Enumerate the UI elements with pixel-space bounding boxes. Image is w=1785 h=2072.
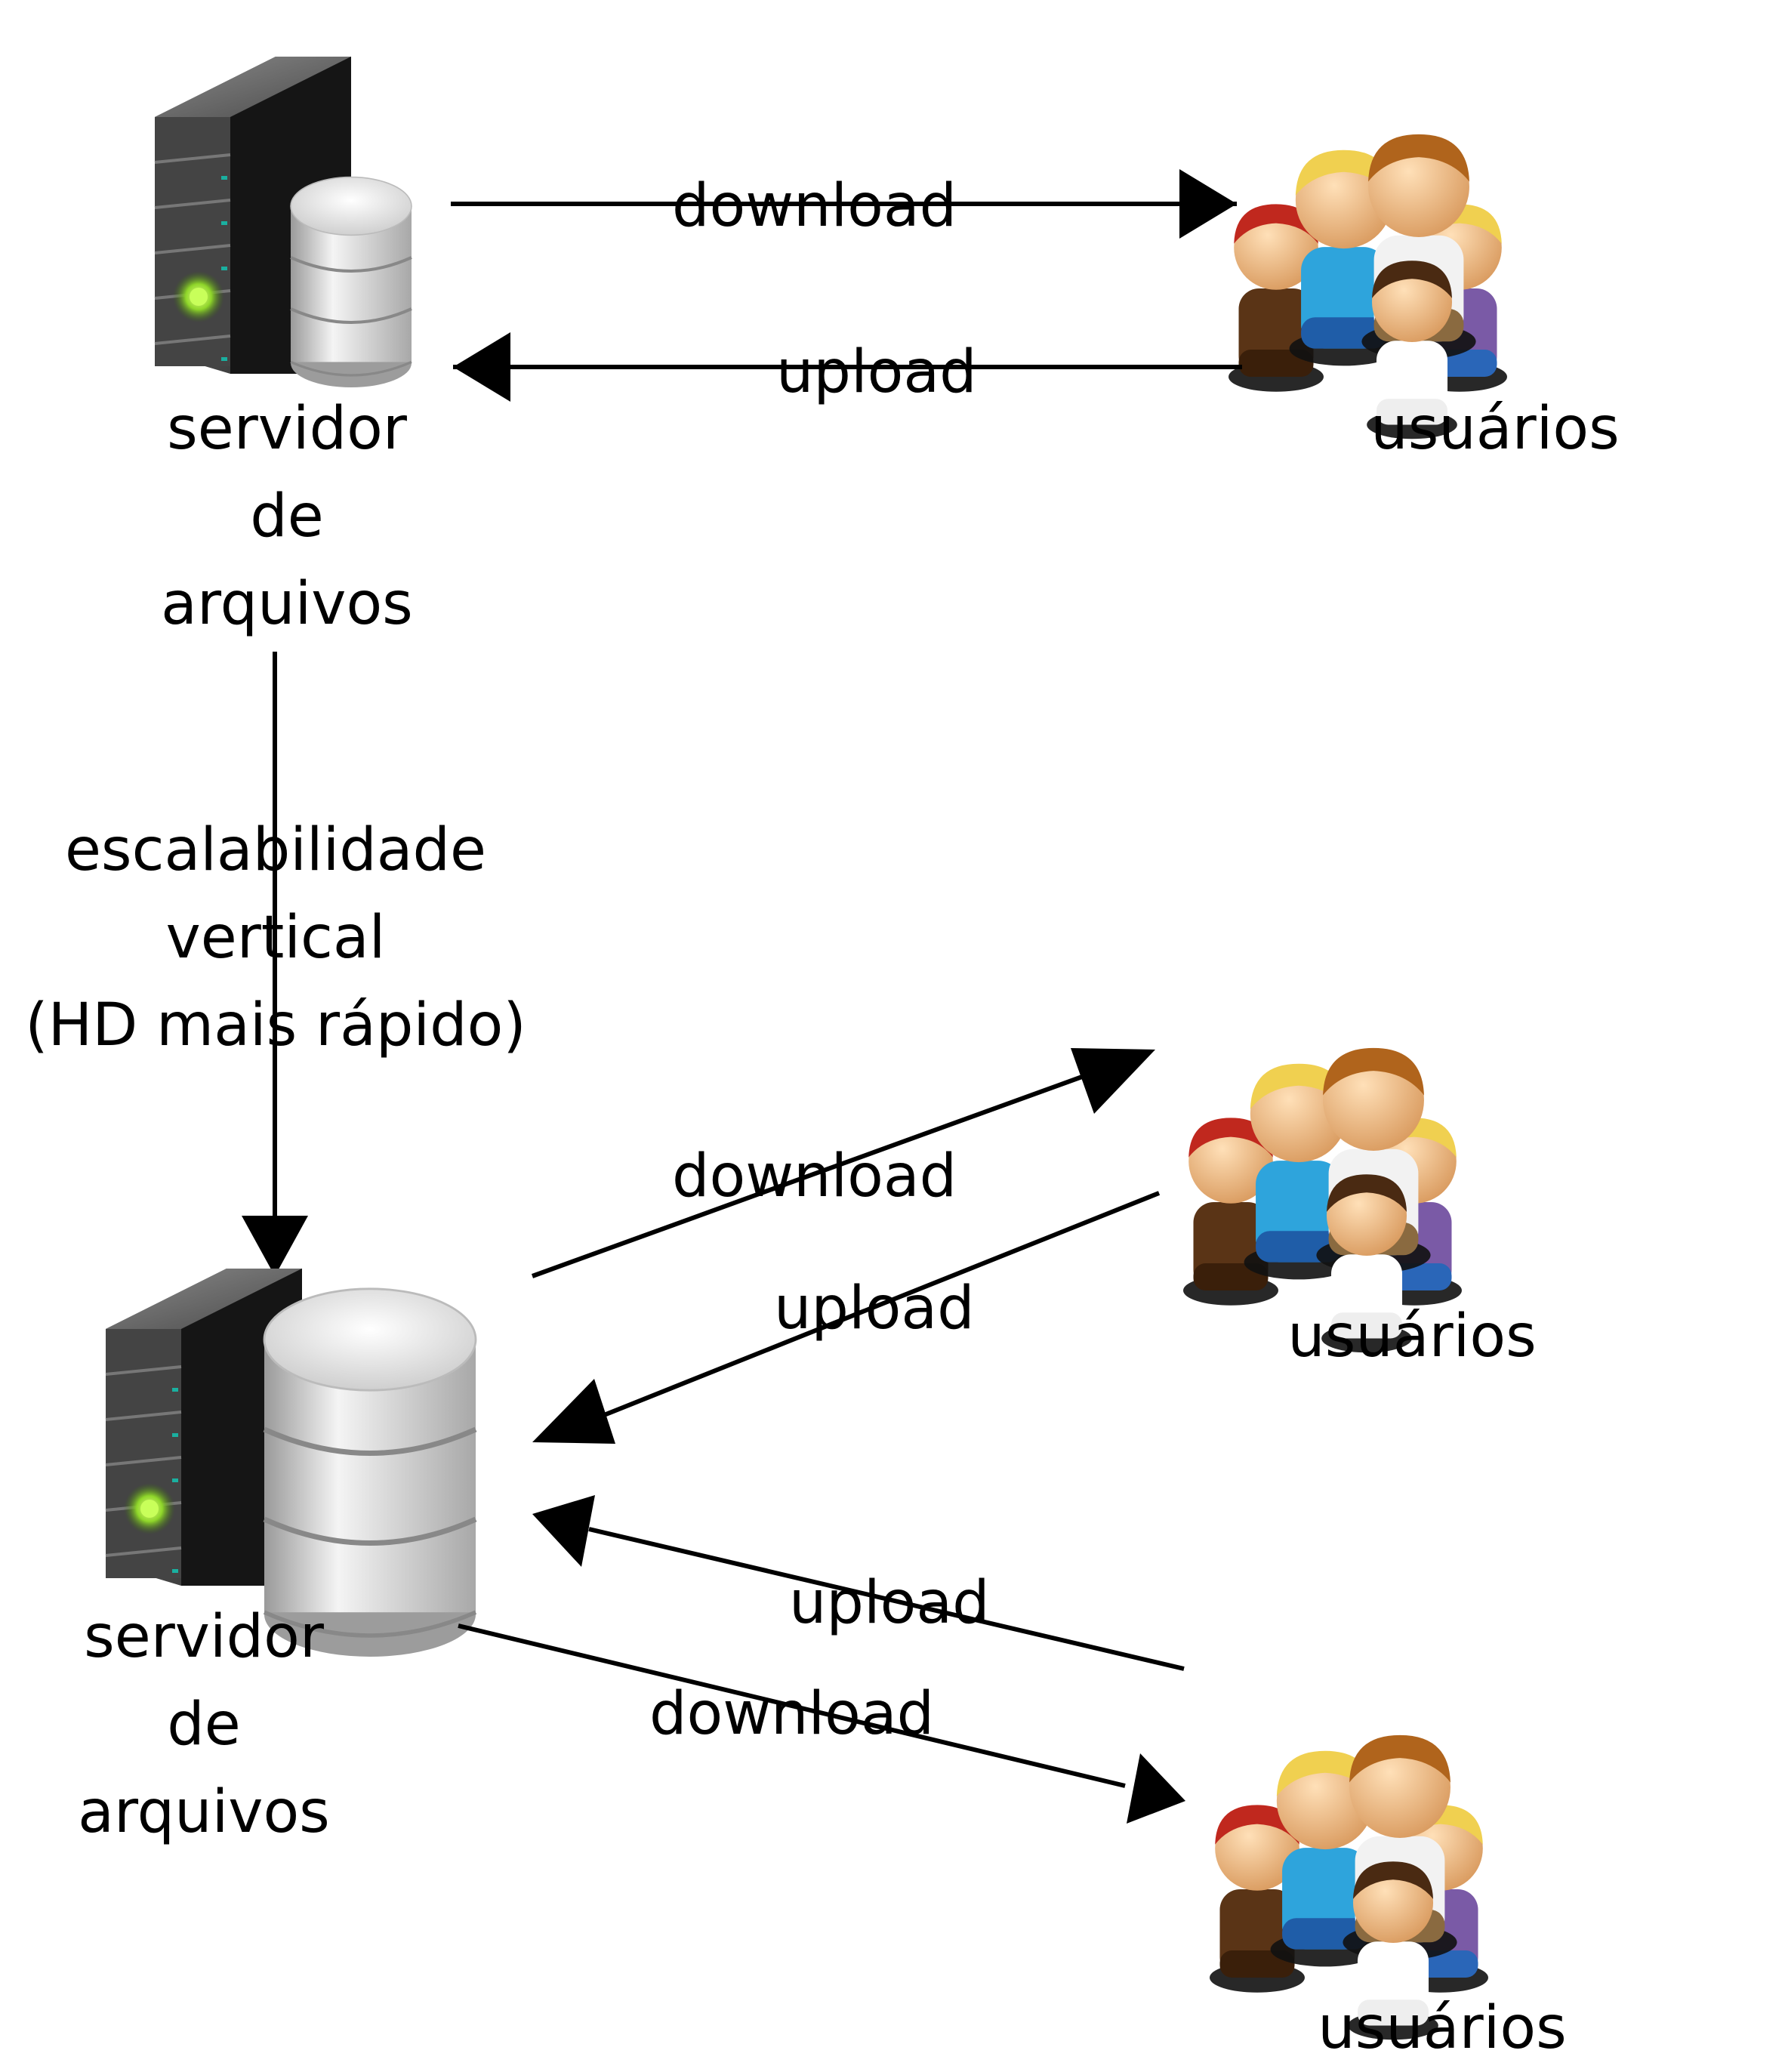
mid-download-label: download bbox=[672, 1142, 957, 1210]
low-upload-arrowhead bbox=[532, 1495, 595, 1567]
label-line: de bbox=[167, 1691, 241, 1759]
label-line: servidor bbox=[84, 1603, 324, 1671]
label-line: servidor bbox=[167, 395, 407, 463]
top-download-arrowhead bbox=[1179, 169, 1237, 239]
label-line: arquivos bbox=[78, 1778, 330, 1846]
low-upload-arrow bbox=[588, 1527, 1185, 1671]
top-users-label: usuários bbox=[1370, 395, 1620, 463]
mid-upload-arrow bbox=[591, 1191, 1161, 1422]
top-server-label: servidor de arquivos bbox=[136, 385, 438, 648]
low-download-arrow bbox=[458, 1623, 1126, 1788]
top-upload-label: upload bbox=[776, 338, 977, 406]
mid-upload-arrowhead bbox=[532, 1379, 615, 1444]
low-users-label: usuários bbox=[1318, 1994, 1567, 2062]
label-line: escalabilidade bbox=[64, 816, 487, 884]
top-upload-arrowhead bbox=[453, 332, 510, 402]
bottom-server-label: servidor de arquivos bbox=[53, 1593, 355, 1856]
scaling-arrowhead bbox=[242, 1216, 308, 1276]
top-download-label: download bbox=[672, 172, 957, 240]
label-line: de bbox=[250, 483, 324, 550]
scaling-label: escalabilidade vertical (HD mais rápido) bbox=[15, 806, 536, 1069]
label-line: arquivos bbox=[161, 570, 413, 638]
mid-upload-label: upload bbox=[774, 1275, 975, 1343]
low-download-arrowhead bbox=[1127, 1753, 1185, 1824]
mid-users-label: usuários bbox=[1287, 1303, 1537, 1371]
mid-download-arrowhead bbox=[1071, 1048, 1155, 1114]
low-upload-label: upload bbox=[789, 1569, 990, 1637]
top-server-icon bbox=[153, 55, 412, 387]
low-download-label: download bbox=[649, 1680, 935, 1748]
mid-download-arrow bbox=[531, 1068, 1100, 1278]
label-line: vertical bbox=[165, 904, 386, 972]
label-line: (HD mais rápido) bbox=[25, 991, 526, 1059]
